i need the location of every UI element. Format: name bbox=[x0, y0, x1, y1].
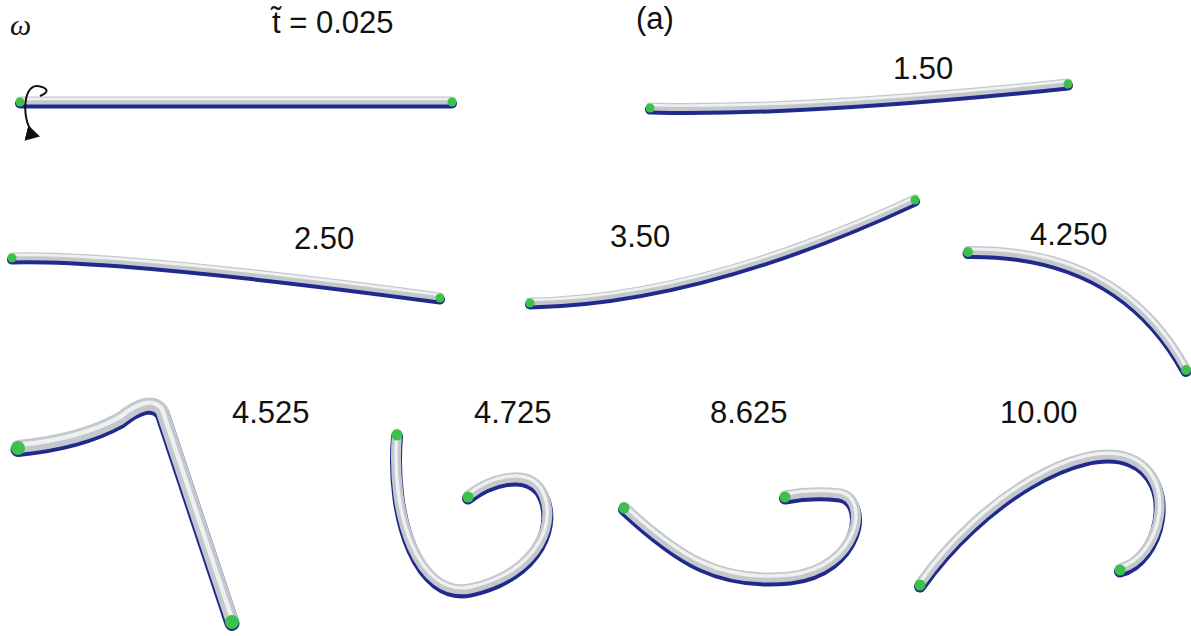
rod-end bbox=[780, 492, 791, 503]
rotation-arrow bbox=[38, 86, 47, 96]
rod-end bbox=[1115, 565, 1126, 576]
time-label: 2.50 bbox=[294, 222, 354, 256]
rod-end bbox=[463, 492, 474, 503]
rod-highlight bbox=[396, 432, 547, 588]
rod-shadow bbox=[396, 437, 547, 593]
rod-end bbox=[392, 430, 403, 441]
rod-end bbox=[11, 441, 25, 455]
rod-highlight bbox=[650, 81, 1068, 106]
time-label: t̃ = 0.025 bbox=[272, 6, 394, 40]
time-label: 4.725 bbox=[474, 396, 552, 430]
rod-end bbox=[526, 299, 535, 308]
rod-shadow bbox=[12, 259, 440, 299]
rod-end bbox=[646, 104, 655, 113]
rotation-arrow bbox=[25, 86, 38, 136]
rod-highlight bbox=[12, 255, 440, 295]
rod bbox=[20, 97, 452, 105]
rod-end bbox=[436, 294, 445, 303]
rod-highlight bbox=[920, 453, 1160, 582]
rod-highlight bbox=[968, 249, 1186, 367]
rod-highlight bbox=[20, 98, 452, 101]
rod-highlight bbox=[624, 491, 856, 576]
rod bbox=[12, 256, 440, 296]
rod-highlight bbox=[530, 197, 915, 300]
panel-label: (a) bbox=[636, 2, 674, 36]
rod-end bbox=[1064, 80, 1073, 89]
rod-end bbox=[911, 196, 920, 205]
angular-velocity-symbol: ω bbox=[10, 8, 31, 41]
time-label: 10.00 bbox=[1000, 396, 1078, 430]
rod-end bbox=[619, 503, 630, 514]
rod-shadow bbox=[20, 99, 452, 109]
time-label: 8.625 bbox=[710, 396, 788, 430]
time-label: 1.50 bbox=[893, 52, 953, 86]
time-label: 3.50 bbox=[610, 220, 670, 254]
rod-end bbox=[963, 247, 973, 257]
rod-end bbox=[225, 615, 239, 629]
rod-highlight bbox=[18, 403, 232, 619]
rod bbox=[18, 404, 232, 620]
rod-end bbox=[448, 98, 457, 107]
rod bbox=[396, 434, 547, 590]
time-label: 4.250 bbox=[1030, 218, 1108, 252]
rod-end bbox=[16, 98, 25, 107]
rod-end bbox=[1181, 365, 1191, 375]
rod-shadow bbox=[530, 202, 915, 305]
rod bbox=[530, 199, 915, 302]
rod-end bbox=[915, 580, 926, 591]
rod-end bbox=[8, 254, 17, 263]
time-label: 4.525 bbox=[232, 396, 310, 430]
